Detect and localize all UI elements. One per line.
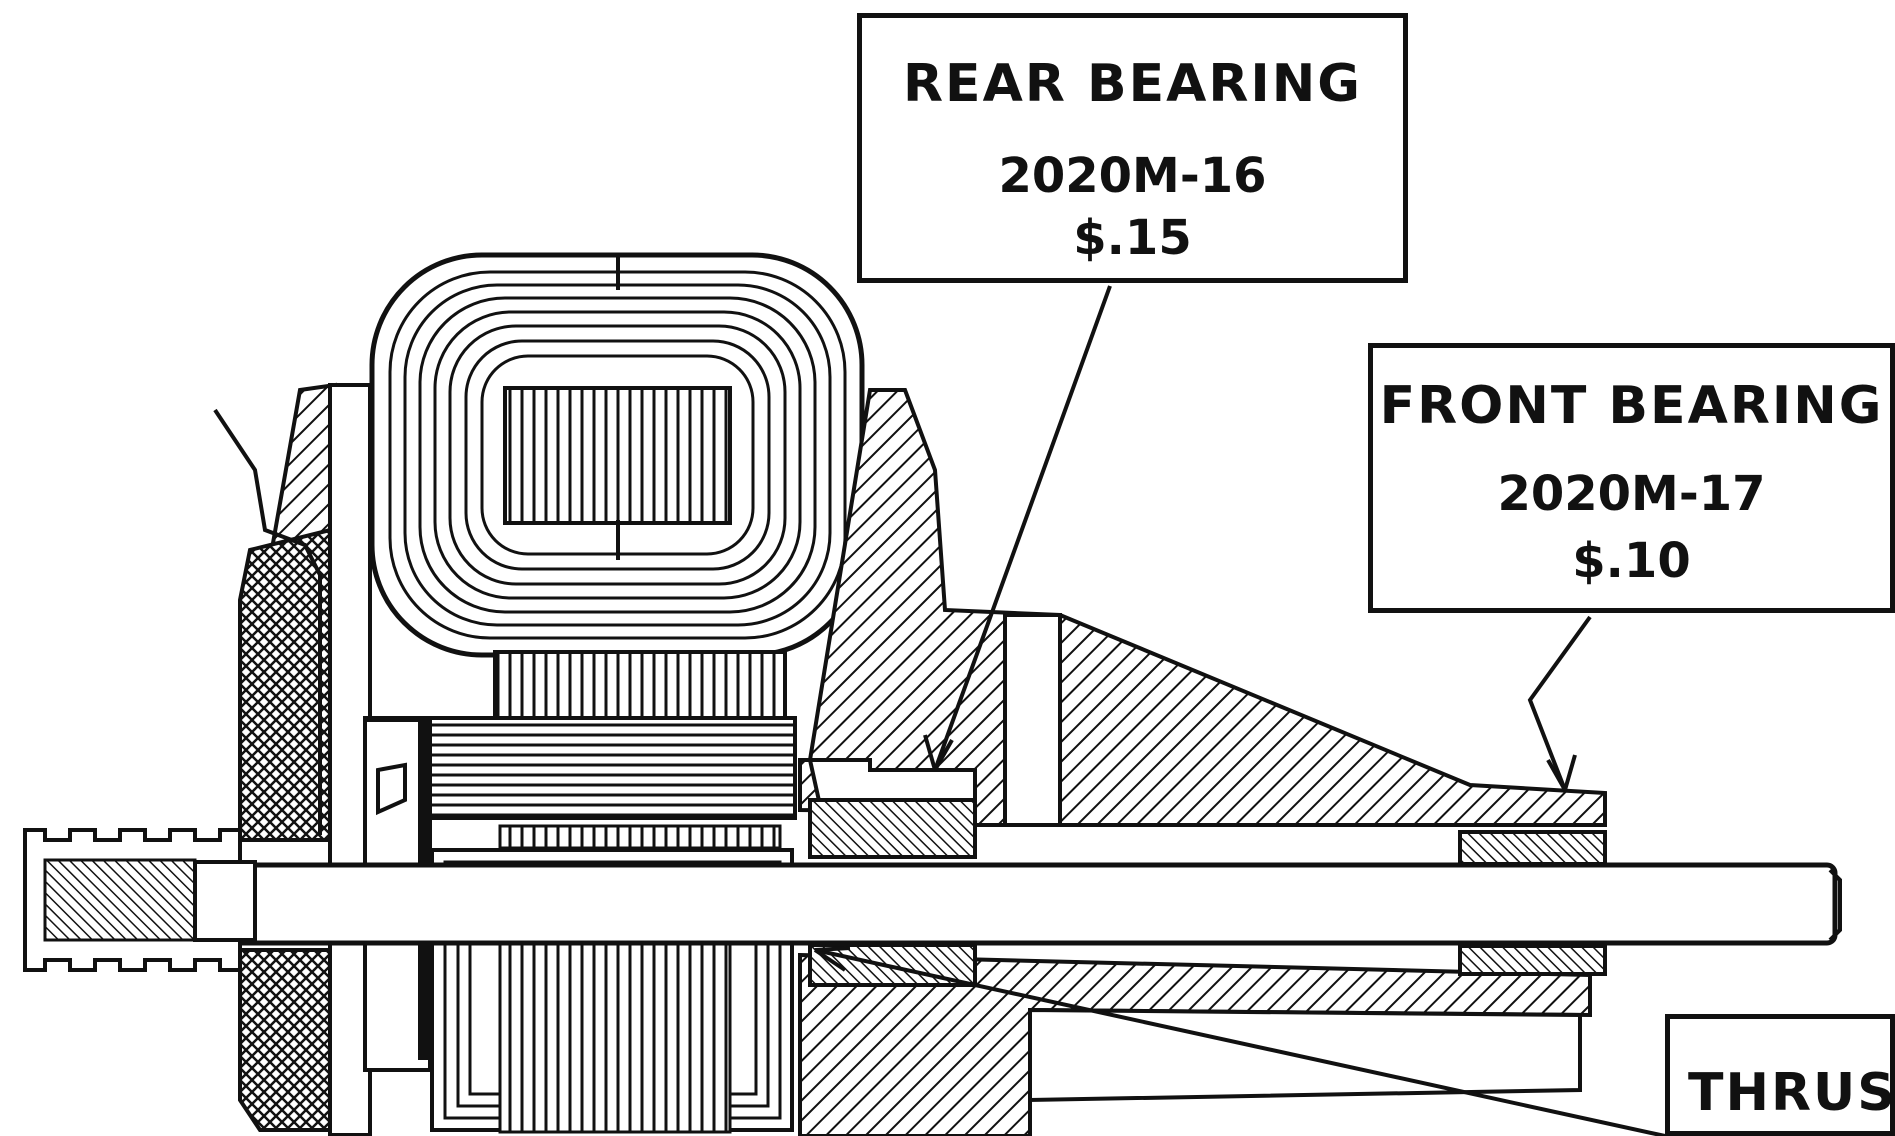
pole-lamination	[493, 650, 787, 722]
front-housing	[798, 388, 1607, 1136]
front-bearing-label: FRONT BEARING 2020M-17 $.10	[1368, 343, 1895, 613]
threaded-knob	[23, 828, 257, 972]
rear-bearing-price: $.15	[1073, 210, 1192, 266]
thrust-label: THRUST	[1665, 1014, 1895, 1136]
front-bearing-price: $.10	[1572, 533, 1691, 589]
rear-bearing-title: REAR BEARING	[903, 54, 1362, 114]
motor-shaft	[192, 862, 1842, 946]
rear-bearing-part-number: 2020M-16	[998, 148, 1267, 204]
thrust-title: THRUST	[1688, 1063, 1895, 1123]
front-bearing-part-number: 2020M-17	[1497, 466, 1766, 522]
leader-lines	[813, 285, 1666, 1136]
front-bearing-title: FRONT BEARING	[1379, 376, 1884, 436]
rear-bearing-label: REAR BEARING 2020M-16 $.15	[857, 13, 1408, 283]
left-end-housing	[213, 382, 372, 1136]
field-coil	[369, 252, 865, 658]
